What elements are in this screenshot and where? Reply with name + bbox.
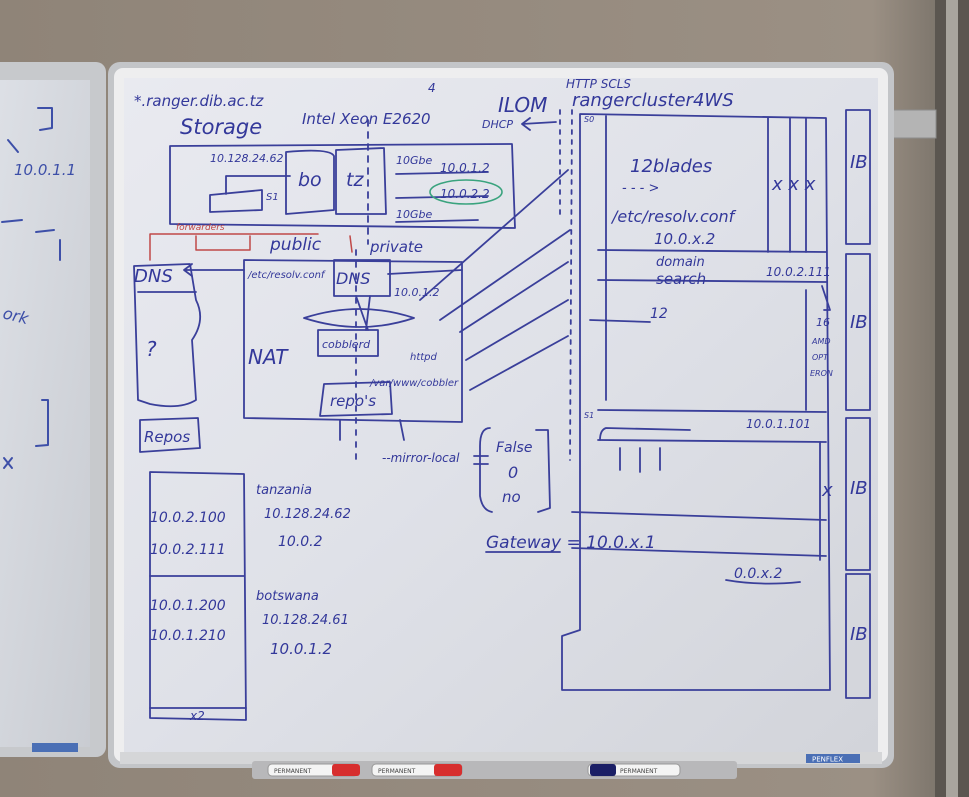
ib-rail-2: IB — [850, 312, 868, 333]
rack-ip-101: 10.0.1.101 — [746, 417, 811, 431]
host-range-4: 10.0.1.210 — [150, 628, 226, 644]
search-label: search — [656, 270, 706, 288]
tanzania-net: 10.0.2 — [278, 534, 323, 550]
gateway-label: Gateway = 10.0.x.1 — [486, 533, 656, 553]
httpd-label: httpd — [410, 352, 438, 363]
storage-ip: 10.128.24.62 — [210, 152, 283, 165]
option-false: False — [496, 440, 532, 456]
opt-label: OPT — [812, 353, 829, 362]
cpu-label: Intel Xeon E2620 — [302, 110, 431, 128]
domain-label: domain — [656, 255, 705, 270]
eron-label: ERON — [810, 369, 833, 378]
link-10gbe-2: 10Gbe — [396, 208, 433, 221]
option-no: no — [502, 488, 521, 506]
botswana-ip: 10.128.24.61 — [262, 613, 349, 628]
ib-rail-1: IB — [850, 152, 868, 173]
rack-s1: S1 — [584, 411, 594, 420]
rack-ip-111: 10.0.2.111 — [766, 265, 831, 279]
amd-label: AMD — [811, 337, 831, 346]
amd-count: 16 — [816, 316, 830, 329]
http-label: HTTP SCLS — [566, 77, 631, 91]
storage-port: S1 — [266, 192, 279, 203]
tanzania-ip: 10.128.24.62 — [264, 507, 351, 522]
marker-label-2: PERMANENT — [378, 768, 416, 775]
dhcp-label: DHCP — [482, 118, 513, 131]
blades-label: 12blades — [630, 156, 712, 177]
private-label: private — [369, 238, 423, 256]
host-range-1: 10.0.2.100 — [150, 510, 226, 526]
marker-label-1: PERMANENT — [274, 768, 312, 775]
host-range-2: 10.0.2.111 — [150, 542, 226, 558]
storage-ip-a: 10.0.1.2 — [440, 161, 490, 175]
rack-resolv: /etc/resolv.conf — [610, 207, 737, 226]
rack-nameserver: 10.0.x.2 — [654, 230, 715, 248]
cobbler-label: cobblerd — [322, 338, 371, 351]
ib-rail-4: IB — [850, 624, 868, 645]
ib-rail-3: IB — [850, 478, 868, 499]
marker-tray: PERMANENT PERMANENT PERMANENT — [252, 761, 737, 779]
node-tz: tz — [346, 169, 364, 191]
botswana-net: 10.0.1.2 — [270, 640, 332, 658]
rack-s0: S0 — [584, 115, 594, 124]
rack-xxx: x x x — [771, 174, 816, 195]
left-board-ip: 10.0.1.1 — [14, 161, 76, 179]
question-mark: ? — [146, 337, 157, 361]
www-path: /var/www/cobbler — [369, 378, 459, 389]
forwarders-label: forwarders — [176, 223, 225, 233]
host-botswana: botswana — [256, 589, 319, 604]
ilom-label: ILOM — [498, 93, 547, 117]
marker-label-3: PERMANENT — [620, 768, 658, 775]
nat-label: NAT — [248, 345, 289, 369]
brand-logo: PENFLEX — [812, 756, 843, 764]
public-label: public — [269, 235, 322, 255]
cluster-name: rangercluster4WS — [572, 90, 734, 111]
host-tanzania: tanzania — [256, 483, 312, 498]
blades-arrow: - - - > — [622, 181, 659, 196]
host-domain: *.ranger.dib.ac.tz — [134, 92, 265, 110]
gateway-2: 0.0.x.2 — [734, 566, 782, 582]
main-whiteboard: PENFLEX — [108, 62, 894, 768]
dns-ip: 10.0.1.2 — [394, 286, 439, 299]
option-zero: 0 — [508, 463, 518, 482]
left-repos: Repos — [144, 428, 190, 446]
repos-label: repo's — [330, 392, 376, 410]
link-10gbe-1: 10Gbe — [396, 154, 433, 167]
cpu-count: 4 — [428, 81, 436, 95]
node-bo: bo — [298, 169, 322, 191]
host-range-3: 10.0.1.200 — [150, 598, 226, 614]
mirror-flag: --mirror-local — [382, 451, 460, 465]
dns-label: DNS — [134, 266, 173, 287]
storage-title: Storage — [180, 115, 262, 139]
host-count: x2 — [189, 709, 205, 723]
rack-x: x — [821, 480, 833, 501]
resolv-conf: /etc/resolv.conf — [247, 270, 326, 281]
wall-bracket — [888, 110, 936, 138]
rack-twelve: 12 — [650, 306, 668, 322]
storage-ip-b: 10.0.2.2 — [440, 187, 490, 201]
dns-box-label: DNS — [336, 269, 370, 288]
